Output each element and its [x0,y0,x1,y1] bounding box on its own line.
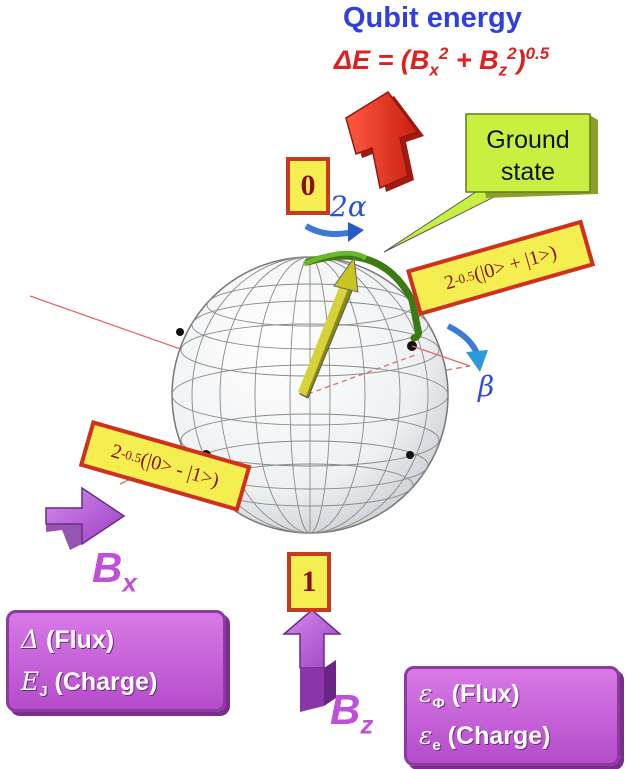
qubit-energy-title: Qubit energy [343,2,522,34]
ground-state-callout-text: Ground state [478,124,578,188]
left-panel-row-1: Δ (Flux) [21,625,115,654]
state-vector-arrow [298,256,359,399]
energy-arrow [345,91,424,192]
callout-line-2: state [500,158,556,186]
right-panel-row-1: εΦ (Flux) [419,679,520,712]
bx-field-arrow [45,486,126,550]
energy-formula: ΔE = (Bx2 + Bz2)0.5 [334,44,550,80]
flux-charge-panel-right: εΦ (Flux) εe (Charge) [404,666,620,766]
ground-state-callout-box [465,113,598,198]
alpha-rotation-arrow [304,222,364,242]
front-axis-lines [307,345,471,395]
bx-field-label: Bx [92,544,137,598]
callout-line-1: Ground [486,126,570,154]
flux-charge-panel-left: Δ (Flux) EJ (Charge) [6,610,226,712]
bz-field-label: Bz [330,686,374,740]
alpha-angle-label: 2α [330,190,367,223]
state-one-label: 1 [287,552,331,612]
beta-angle-label: β [478,370,495,403]
beta-rotation-arrow [446,323,488,372]
state-zero-label: 0 [286,157,330,215]
left-panel-row-2: EJ (Charge) [21,667,158,700]
bz-field-arrow [281,609,343,712]
right-panel-row-2: εe (Charge) [419,721,551,754]
ground-state-arc [304,252,422,342]
